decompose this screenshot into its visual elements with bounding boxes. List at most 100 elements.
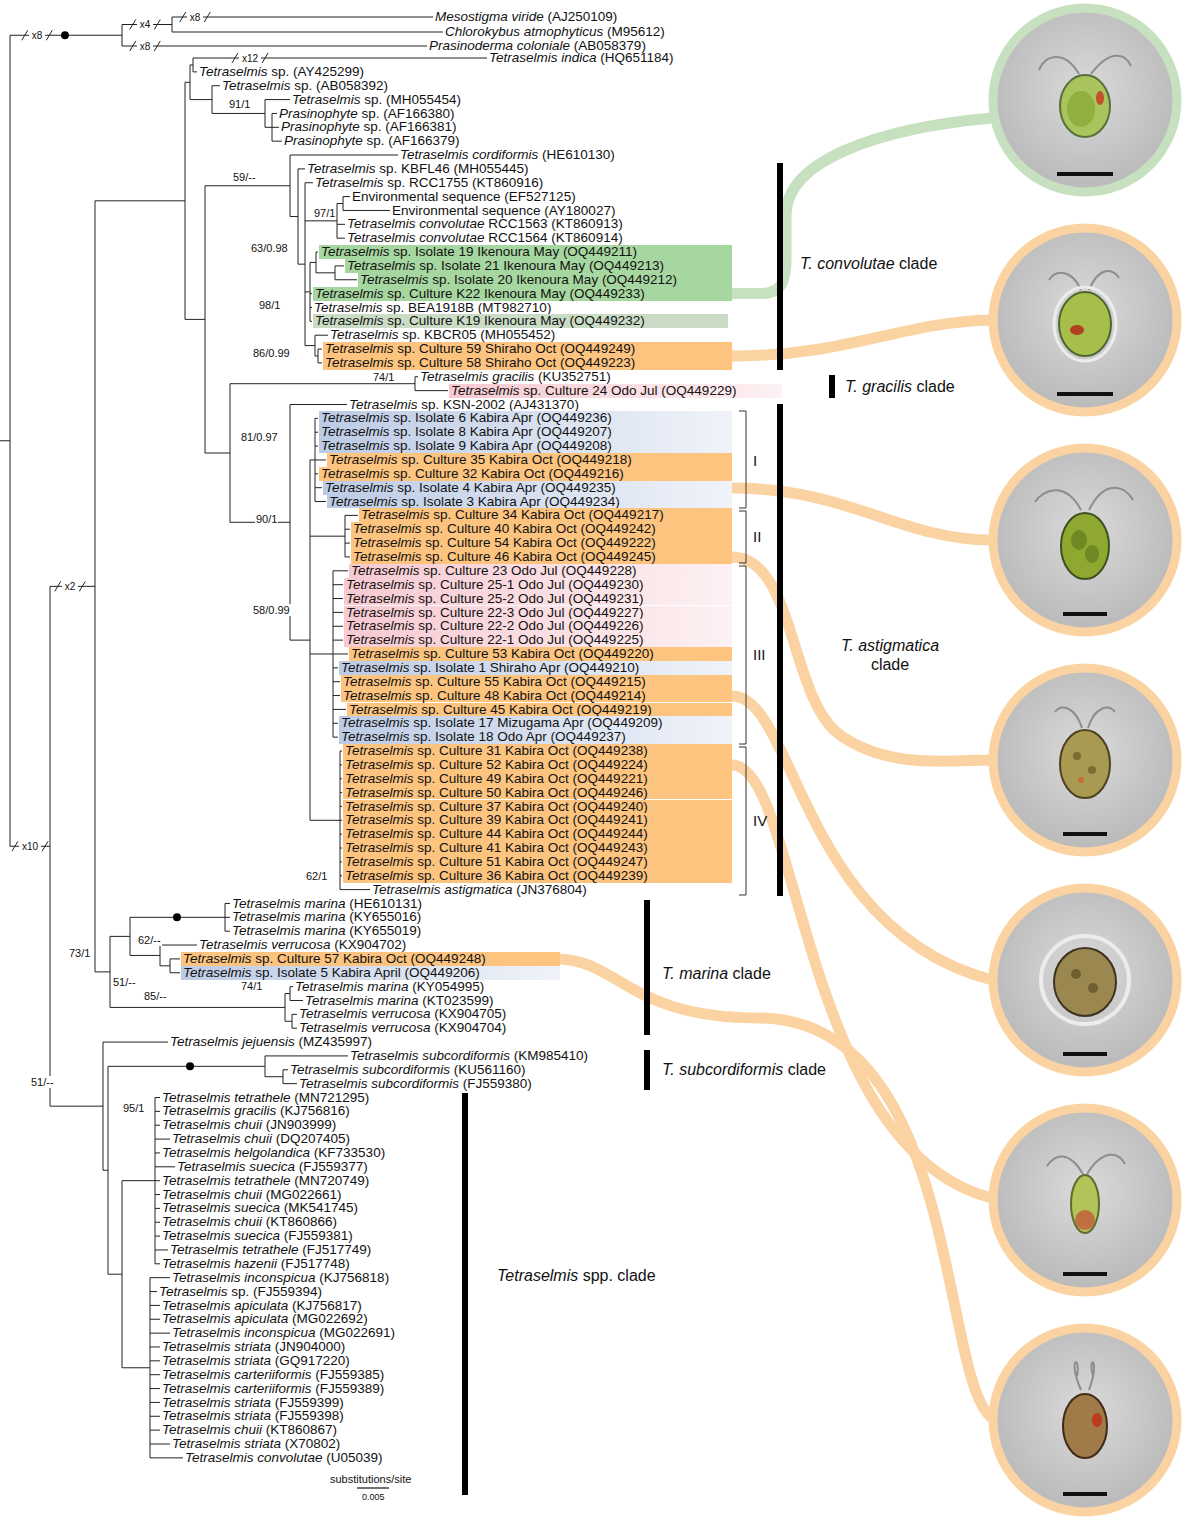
italic-name: Tetraselmis — [343, 688, 412, 703]
clade-name: T. astigmatica clade — [830, 636, 950, 674]
tip-label: Tetraselmis striata (FJ559398) — [162, 1409, 344, 1423]
highlighted-tip-band: Tetraselmis sp. Isolate 3 Kabira Apr (OQ… — [327, 495, 732, 509]
branch-break-mark — [262, 53, 268, 63]
italic-name: Tetraselmis — [349, 702, 418, 717]
highlighted-tip-band: Tetraselmis sp. Culture 55 Kabira Oct (O… — [341, 675, 732, 689]
tip-label: Tetraselmis sp. Culture 36 Kabira Oct (O… — [345, 868, 648, 883]
italic-name: Mesostigma viride — [435, 9, 544, 24]
tip-label: Tetraselmis marina (KY655019) — [232, 924, 421, 938]
tip-label: Tetraselmis sp. Culture 22-3 Odo Jul (OQ… — [346, 605, 643, 620]
italic-name: Tetraselmis — [353, 549, 422, 564]
italic-name: Tetraselmis subcordiformis — [299, 1076, 459, 1091]
tree-branch — [315, 432, 318, 433]
italic-name: Tetraselmis — [343, 674, 412, 689]
tip-label: Tetraselmis striata (GQ917220) — [162, 1354, 350, 1368]
tip-label: Tetraselmis sp. KBCR05 (MH055452) — [330, 328, 555, 342]
highlighted-tip-band: Tetraselmis sp. Culture 58 Shiraho Oct (… — [323, 356, 732, 370]
italic-name: Prasinophyte — [281, 119, 360, 134]
photo-ribbon — [732, 696, 992, 980]
subclade-number: IV — [753, 812, 767, 829]
tree-branch — [333, 723, 338, 724]
scale-bar — [357, 1487, 389, 1488]
tree-branch — [225, 931, 230, 932]
clade-bar — [462, 1093, 468, 1495]
highlighted-tip-band: Tetraselmis sp. Culture 48 Kabira Oct (O… — [341, 689, 732, 703]
italic-name: Tetraselmis — [345, 799, 414, 814]
italic-name: Tetraselmis — [341, 729, 410, 744]
tip-label: Tetraselmis sp. (AB058392) — [222, 79, 388, 93]
branch-break-label: x10 — [19, 841, 41, 852]
micrograph — [1063, 612, 1107, 616]
support-value: 85/-- — [143, 990, 168, 1002]
micrograph — [1063, 1272, 1107, 1276]
tree-branch — [298, 264, 305, 265]
tree-branch — [265, 1076, 283, 1077]
support-value: 95/1 — [122, 1102, 145, 1114]
tree-branch — [150, 1374, 160, 1375]
tree-branch — [333, 681, 340, 682]
tree-branch — [155, 1111, 160, 1112]
italic-name: Tetraselmis verrucosa — [299, 1020, 431, 1035]
italic-name: Tetraselmis hazenii — [162, 1256, 277, 1271]
tree-branch — [290, 640, 310, 641]
italic-name: Tetraselmis chuii — [172, 1131, 272, 1146]
italic-name: Tetraselmis — [325, 480, 394, 495]
tip-label: Tetraselmis sp. Culture 23 Odo Jul (OQ44… — [351, 563, 636, 578]
subclade-number: III — [753, 646, 766, 663]
micrograph — [1091, 56, 1131, 74]
italic-name: Tetraselmis — [345, 826, 414, 841]
tree-branch — [290, 1000, 303, 1001]
tip-label: Tetraselmis apiculata (MG022692) — [162, 1312, 368, 1326]
tip-label: Tetraselmis sp. BEA1918B (MT982710) — [314, 301, 551, 315]
tip-label: Tetraselmis cordiformis (HE610130) — [400, 148, 615, 162]
tree-branch — [272, 113, 277, 114]
italic-name: Tetraselmis apiculata — [162, 1311, 288, 1326]
highlighted-tip-band: Tetraselmis sp. Isolate 1 Shiraho Apr (O… — [339, 661, 732, 675]
support-value: 97/1 — [313, 207, 336, 219]
tree-branch — [283, 1069, 288, 1070]
italic-name: Tetraselmis — [346, 591, 415, 606]
italic-name: Tetraselmis inconspicua — [172, 1325, 316, 1340]
node-dot — [186, 1062, 194, 1070]
tree-branch — [190, 64, 193, 65]
micrograph — [993, 1328, 1177, 1512]
tree-branch — [337, 238, 345, 239]
tree-branch — [337, 203, 343, 204]
italic-name: Tetraselmis striata — [172, 1436, 281, 1451]
tree-branch — [155, 1194, 160, 1195]
micrograph — [993, 1108, 1177, 1292]
tip-label: Tetraselmis suecica (FJ559377) — [177, 1160, 368, 1174]
tree-branch — [310, 262, 316, 263]
highlighted-tip-band: Tetraselmis sp. Culture 46 Kabira Oct (O… — [351, 550, 732, 564]
tree-branch — [122, 1367, 150, 1368]
tip-label: Tetraselmis sp. Culture K22 Ikenoura May… — [315, 286, 645, 301]
italic-name: Prasinophyte — [284, 133, 363, 148]
highlighted-tip-band: Tetraselmis sp. Culture 57 Kabira Oct (O… — [181, 952, 560, 966]
tip-label: Tetraselmis sp. Isolate 1 Shiraho Apr (O… — [341, 660, 639, 675]
micrograph — [1089, 488, 1133, 510]
highlighted-tip-band: Tetraselmis sp. Culture 24 Odo Jul (OQ44… — [449, 384, 782, 398]
italic-name: Tetraselmis suecica — [162, 1200, 280, 1215]
highlighted-tip-band: Tetraselmis sp. Culture 50 Kabira Oct (O… — [343, 786, 732, 800]
branch-break-label: x12 — [239, 53, 261, 64]
tip-label: Tetraselmis sp. (AY425299) — [199, 65, 364, 79]
tip-label: Tetraselmis sp. Culture 24 Odo Jul (OQ44… — [451, 383, 736, 398]
micrograph — [993, 668, 1177, 852]
tip-label: Tetraselmis suecica (FJ559381) — [162, 1229, 353, 1243]
photo-ribbon — [732, 765, 992, 1198]
italic-name: Tetraselmis suecica — [177, 1159, 295, 1174]
highlighted-tip-band: Tetraselmis sp. Isolate 18 Odo Apr (OQ44… — [339, 730, 732, 744]
micrograph — [993, 888, 1177, 1072]
tip-label: Tetraselmis sp. Isolate 21 Ikenoura May … — [347, 258, 664, 273]
tree-branch — [333, 653, 348, 654]
italic-name: Tetraselmis — [345, 785, 414, 800]
italic-name: Tetraselmis convolutae — [347, 230, 485, 245]
italic-name: Tetraselmis — [314, 300, 383, 315]
tree-branch — [315, 446, 318, 447]
tip-label: Tetraselmis convolutae RCC1564 (KT860914… — [347, 231, 623, 245]
support-value: 63/0.98 — [250, 242, 289, 254]
tree-branch — [230, 383, 415, 384]
micrograph — [1075, 1210, 1095, 1230]
tip-label: Tetraselmis verrucosa (KX904705) — [299, 1007, 506, 1021]
